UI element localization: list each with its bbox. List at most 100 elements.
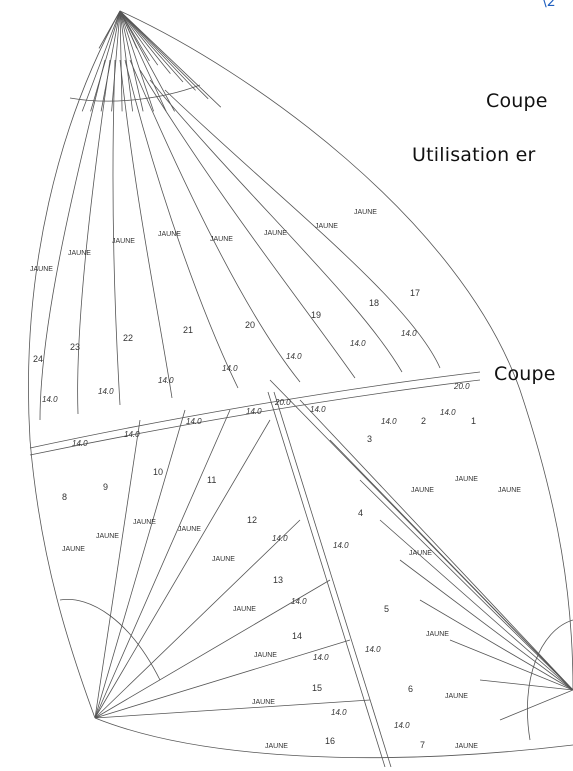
panel-seam-upper	[164, 89, 441, 369]
foot-edge	[94, 717, 573, 759]
color-label: JAUNE	[62, 546, 85, 553]
head-fan-line	[119, 10, 150, 62]
tack-fan-line	[94, 409, 186, 719]
caption-coupe-top: Coupe	[486, 90, 548, 112]
tack-fan-line	[94, 409, 231, 719]
panel-number: 24	[33, 354, 43, 364]
clew-fan-line	[419, 599, 573, 691]
tack-fan-line	[94, 639, 351, 719]
color-label: JAUNE	[426, 631, 449, 638]
weight-label: 14.0	[72, 439, 88, 448]
head-fan-line	[119, 10, 184, 83]
head-fan-line	[119, 10, 222, 108]
weight-label: 14.0	[394, 721, 410, 730]
weight-label-reinforced: 20.0	[274, 398, 291, 407]
head-fan-line	[119, 10, 123, 112]
color-label: JAUNE	[96, 533, 119, 540]
panel-number: 1	[471, 416, 476, 426]
panel-number: 15	[312, 683, 322, 693]
clew-fan-line	[359, 479, 573, 691]
tack-fan-line	[94, 579, 331, 719]
color-label: JAUNE	[264, 230, 287, 237]
panel-number: 6	[408, 684, 413, 694]
weight-label: 14.0	[291, 597, 307, 606]
color-label: JAUNE	[178, 526, 201, 533]
clew-fan-line	[329, 439, 573, 691]
panel-number: 10	[153, 467, 163, 477]
head-fan-line	[119, 10, 175, 112]
head-fan-line	[119, 10, 154, 112]
weight-label: 14.0	[158, 376, 174, 385]
panel-number: 14	[292, 631, 302, 641]
head-fan-line	[119, 10, 171, 74]
panel-number: 18	[369, 298, 379, 308]
color-label: JAUNE	[252, 699, 275, 706]
luff-edge	[28, 10, 121, 719]
head-fan-line	[119, 10, 209, 100]
weight-label-reinforced: 20.0	[453, 382, 470, 391]
panel-number: 8	[62, 492, 67, 502]
panel-number: 16	[325, 736, 335, 746]
panel-seam-upper	[39, 59, 106, 421]
weight-label: 14.0	[381, 417, 397, 426]
head-fan-line	[119, 10, 196, 91]
weight-label: 14.0	[350, 339, 366, 348]
weight-label: 14.0	[331, 708, 347, 717]
weight-label: 14.0	[222, 364, 238, 373]
panel-number: 22	[123, 333, 133, 343]
clew-fan-line	[299, 399, 573, 691]
panel-number: 23	[70, 342, 80, 352]
tack-patch-arc	[59, 598, 161, 681]
panel-seam-upper	[112, 59, 121, 406]
color-label: JAUNE	[212, 556, 235, 563]
color-label: JAUNE	[30, 266, 53, 273]
panel-number: 4	[358, 508, 363, 518]
weight-label: 14.0	[42, 395, 58, 404]
panel-number: 17	[410, 288, 420, 298]
head-fan-line	[119, 10, 133, 112]
panel-seam-upper	[119, 59, 173, 399]
clew-fan-line	[499, 689, 573, 721]
panel-seam-upper	[149, 79, 403, 373]
color-label: JAUNE	[158, 231, 181, 238]
head-fan-line	[119, 10, 159, 66]
panel-labels: 123456789101112131415161718192021222324J…	[30, 209, 521, 750]
color-label: JAUNE	[68, 250, 91, 257]
tack-fan-line	[94, 419, 141, 719]
color-label: JAUNE	[498, 487, 521, 494]
clew-fan-line	[449, 639, 573, 691]
panel-number: 21	[183, 325, 193, 335]
corner-caption: \2	[542, 0, 556, 10]
weight-label: 14.0	[310, 405, 326, 414]
caption-utilisation: Utilisation er	[412, 144, 536, 166]
weight-label: 14.0	[186, 417, 202, 426]
color-label: JAUNE	[409, 550, 432, 557]
weight-label: 14.0	[333, 541, 349, 550]
panel-seam-upper	[124, 59, 239, 389]
color-label: JAUNE	[411, 487, 434, 494]
panel-number: 2	[421, 416, 426, 426]
panel-seam-upper	[129, 59, 301, 383]
weight-label: 14.0	[313, 653, 329, 662]
panel-number: 13	[273, 575, 283, 585]
weight-label: 14.0	[365, 645, 381, 654]
head-fan-line	[111, 10, 121, 112]
tack-fan-line	[94, 419, 271, 719]
leech-edge	[119, 10, 573, 691]
weight-label: 14.0	[124, 430, 140, 439]
color-label: JAUNE	[233, 606, 256, 613]
head-fan-line	[119, 10, 144, 112]
color-label: JAUNE	[455, 476, 478, 483]
color-label: JAUNE	[112, 238, 135, 245]
head-fan-line	[98, 10, 121, 49]
color-label: JAUNE	[254, 652, 277, 659]
panel-seam-upper	[139, 69, 356, 379]
color-label: JAUNE	[133, 519, 156, 526]
weight-label: 14.0	[440, 408, 456, 417]
tack-fan-line	[94, 519, 301, 719]
panel-number: 11	[207, 475, 216, 485]
center-seam	[273, 391, 392, 768]
panel-number: 3	[367, 434, 372, 444]
weight-label: 14.0	[401, 329, 417, 338]
